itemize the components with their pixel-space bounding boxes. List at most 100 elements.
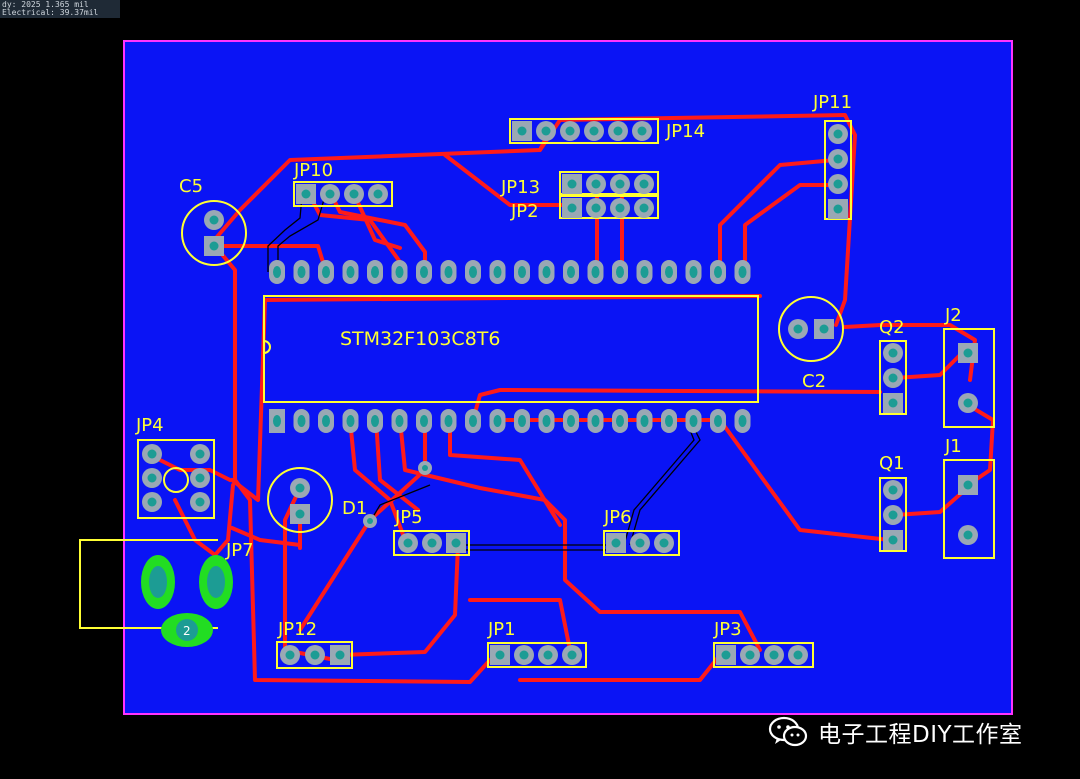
chip-pin[interactable] bbox=[391, 260, 408, 284]
chip-pin[interactable] bbox=[514, 260, 530, 284]
jp4-pad[interactable] bbox=[142, 444, 162, 464]
q2-pad[interactable] bbox=[883, 368, 903, 388]
jp5-pad[interactable] bbox=[422, 533, 442, 553]
chip-pin[interactable] bbox=[563, 409, 579, 433]
jp5-outline[interactable] bbox=[393, 530, 470, 556]
jp11-pad[interactable] bbox=[828, 199, 848, 219]
jp12-outline[interactable] bbox=[276, 641, 353, 669]
jp2-pad[interactable] bbox=[634, 198, 654, 218]
jp13-outline[interactable] bbox=[559, 171, 659, 195]
jp7-outline[interactable] bbox=[79, 539, 218, 629]
jp2-pad[interactable] bbox=[610, 198, 630, 218]
q2-outline[interactable] bbox=[879, 340, 907, 415]
jp1-outline[interactable] bbox=[487, 642, 587, 668]
jp13-pad[interactable] bbox=[634, 174, 654, 194]
chip-pin[interactable] bbox=[587, 409, 604, 433]
jp5-pad[interactable] bbox=[398, 533, 418, 553]
jp2-outline[interactable] bbox=[559, 195, 659, 219]
cap-outline[interactable] bbox=[267, 467, 333, 533]
jp6-pad[interactable] bbox=[654, 533, 674, 553]
jp2-pad[interactable] bbox=[562, 198, 582, 218]
jp14-pad[interactable] bbox=[608, 121, 628, 141]
chip-pin[interactable] bbox=[367, 260, 383, 284]
chip-pin[interactable] bbox=[734, 260, 751, 284]
jp6-pad[interactable] bbox=[606, 533, 626, 553]
jp6-outline[interactable] bbox=[603, 530, 680, 556]
q2-pad[interactable] bbox=[883, 343, 903, 363]
chip-pin[interactable] bbox=[636, 409, 653, 433]
jp4-pad[interactable] bbox=[190, 492, 210, 512]
jp10-pad[interactable] bbox=[320, 184, 340, 204]
chip-pin[interactable] bbox=[661, 260, 677, 284]
jp4-pad[interactable] bbox=[142, 468, 162, 488]
cap-pad[interactable] bbox=[290, 478, 310, 498]
jp11-pad[interactable] bbox=[828, 149, 848, 169]
jp14-pad[interactable] bbox=[584, 121, 604, 141]
cap-pad[interactable] bbox=[290, 504, 310, 524]
jp5-pad[interactable] bbox=[446, 533, 466, 553]
jp3-pad[interactable] bbox=[788, 645, 808, 665]
chip-pin[interactable] bbox=[342, 409, 359, 433]
q1-pad[interactable] bbox=[883, 530, 903, 550]
j2-outline[interactable] bbox=[943, 328, 995, 428]
jp14-pad[interactable] bbox=[632, 121, 652, 141]
jp14-pad[interactable] bbox=[536, 121, 556, 141]
chip-pin[interactable] bbox=[661, 409, 677, 433]
jp14-outline[interactable] bbox=[509, 118, 659, 144]
chip-pin[interactable] bbox=[514, 409, 530, 433]
jp12-pad[interactable] bbox=[330, 645, 350, 665]
jp4-pad[interactable] bbox=[190, 444, 210, 464]
chip-pin[interactable] bbox=[293, 409, 310, 433]
chip-pin[interactable] bbox=[685, 260, 702, 284]
q1-pad[interactable] bbox=[883, 505, 903, 525]
chip-pin[interactable] bbox=[269, 409, 285, 433]
chip-pin[interactable] bbox=[489, 409, 506, 433]
chip-pin[interactable] bbox=[416, 409, 432, 433]
chip-pin[interactable] bbox=[465, 260, 481, 284]
jp3-pad[interactable] bbox=[740, 645, 760, 665]
jp12-pad[interactable] bbox=[280, 645, 300, 665]
chip-pin[interactable] bbox=[391, 409, 408, 433]
jp10-pad[interactable] bbox=[344, 184, 364, 204]
q1-outline[interactable] bbox=[879, 477, 907, 552]
chip-pin[interactable] bbox=[318, 260, 334, 284]
c2-pad[interactable] bbox=[788, 319, 808, 339]
jp13-pad[interactable] bbox=[610, 174, 630, 194]
jp10-pad[interactable] bbox=[368, 184, 388, 204]
chip-pin[interactable] bbox=[538, 409, 555, 433]
jp4-pad[interactable] bbox=[190, 468, 210, 488]
chip-pin[interactable] bbox=[440, 260, 457, 284]
j2-pad[interactable] bbox=[958, 343, 978, 363]
chip-pin[interactable] bbox=[416, 260, 432, 284]
jp4-outline[interactable] bbox=[137, 439, 215, 519]
jp1-pad[interactable] bbox=[538, 645, 558, 665]
c5-outline[interactable] bbox=[181, 200, 247, 266]
chip-pin[interactable] bbox=[685, 409, 702, 433]
jp11-pad[interactable] bbox=[828, 174, 848, 194]
jp14-pad[interactable] bbox=[560, 121, 580, 141]
c2-outline[interactable] bbox=[778, 296, 844, 362]
c5-pad[interactable] bbox=[204, 210, 224, 230]
jp13-pad[interactable] bbox=[586, 174, 606, 194]
chip-pin[interactable] bbox=[587, 260, 604, 284]
chip-pin[interactable] bbox=[440, 409, 457, 433]
chip-pin[interactable] bbox=[710, 409, 726, 433]
chip-pin[interactable] bbox=[342, 260, 359, 284]
jp3-pad[interactable] bbox=[764, 645, 784, 665]
jp3-pad[interactable] bbox=[716, 645, 736, 665]
chip-pin[interactable] bbox=[734, 409, 751, 433]
j1-outline[interactable] bbox=[943, 459, 995, 559]
jp1-pad[interactable] bbox=[490, 645, 510, 665]
chip-pin[interactable] bbox=[612, 260, 628, 284]
chip-pin[interactable] bbox=[269, 260, 285, 284]
jp3-outline[interactable] bbox=[713, 642, 814, 668]
jp10-outline[interactable] bbox=[293, 181, 393, 207]
c2-pad[interactable] bbox=[814, 319, 834, 339]
chip-pin[interactable] bbox=[563, 260, 579, 284]
q1-pad[interactable] bbox=[883, 480, 903, 500]
c5-pad[interactable] bbox=[204, 236, 224, 256]
jp14-pad[interactable] bbox=[512, 121, 532, 141]
jp11-pad[interactable] bbox=[828, 124, 848, 144]
chip-stm32[interactable]: STM32F103C8T6 bbox=[263, 295, 759, 403]
